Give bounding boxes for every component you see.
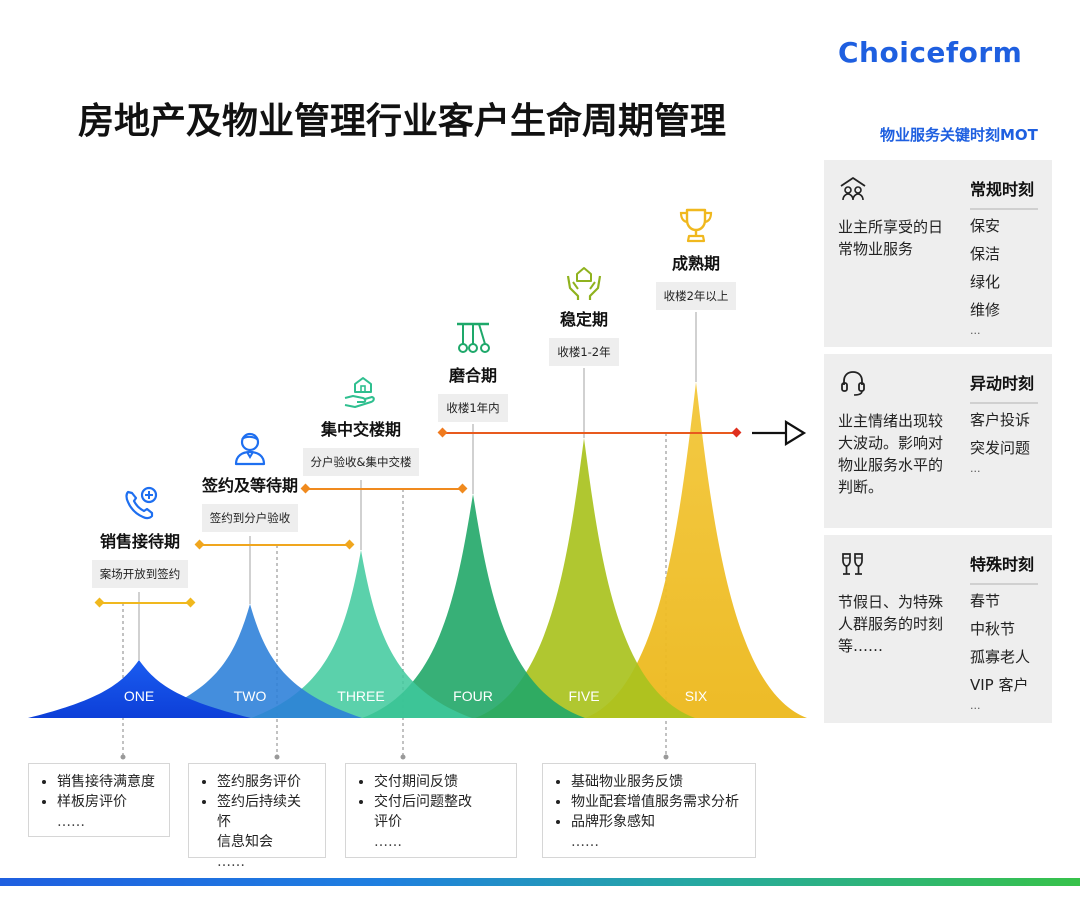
peak-label-five: FIVE xyxy=(568,688,599,704)
mot-item: 孤寡老人 xyxy=(970,648,1031,666)
feedback-box-sales: 销售接待满意度 样板房评价 …… xyxy=(28,763,170,837)
list-item: 销售接待满意度 xyxy=(57,772,157,792)
list-item-continued: 信息知会 xyxy=(217,834,273,850)
hand-house-icon xyxy=(344,377,375,408)
stage-name: 集中交楼期 xyxy=(320,420,401,439)
stage-adjust: 磨合期 收楼1年内 xyxy=(426,318,520,422)
mot-items: 保安 保洁 绿化 维修 ... xyxy=(970,212,1000,338)
stage-name: 销售接待期 xyxy=(99,532,180,551)
mot-panel-abnormal: 异动时刻 业主情绪出现较大波动。影响对物业服务水平的判断。 客户投诉 突发问题 … xyxy=(824,354,1052,528)
mot-item: 中秋节 xyxy=(970,620,1016,638)
mot-heading: 特殊时刻 xyxy=(970,551,1038,585)
mot-more: ... xyxy=(970,462,981,475)
stage-period: 案场开放到签约 xyxy=(91,560,189,588)
peak-label-six: SIX xyxy=(685,688,708,704)
duration-bars xyxy=(94,427,742,608)
more-text: …… xyxy=(217,854,245,870)
mot-item: 春节 xyxy=(970,592,1001,610)
stage-handover: 集中交楼期 分户验收&集中交楼 xyxy=(296,372,426,476)
peak-two xyxy=(140,604,362,718)
list-item-continued: 评价 xyxy=(374,814,402,830)
stage-period: 签约到分户验收 xyxy=(201,504,299,532)
mot-item: 突发问题 xyxy=(970,439,1031,457)
stage-period: 收楼2年以上 xyxy=(655,282,737,310)
peak-four xyxy=(362,494,585,718)
person-icon xyxy=(234,432,266,466)
peak-label-one: ONE xyxy=(124,688,154,704)
stage-name: 签约及等待期 xyxy=(201,476,298,495)
hanging-tools-icon xyxy=(457,322,490,353)
hands-home-icon xyxy=(566,267,602,300)
mot-item: 保安 xyxy=(970,217,1001,235)
mot-item: 绿化 xyxy=(970,273,1001,291)
peak-one xyxy=(28,660,251,718)
peaks xyxy=(28,382,807,718)
more-text: …… xyxy=(571,834,599,850)
mot-items: 春节 中秋节 孤寡老人 VIP 客户 ... xyxy=(970,587,1030,713)
mot-heading: 异动时刻 xyxy=(970,370,1038,404)
mot-panel-special: 特殊时刻 节假日、为特殊人群服务的时刻等…… 春节 中秋节 孤寡老人 VIP 客… xyxy=(824,535,1052,723)
stage-period: 分户验收&集中交楼 xyxy=(302,448,420,476)
peak-label-two: TWO xyxy=(234,688,267,704)
arrow-right-icon xyxy=(752,420,807,446)
list-item: 品牌形象感知 xyxy=(571,812,743,832)
mot-title: 物业服务关键时刻MOT xyxy=(880,126,1038,144)
stage-period: 收楼1年内 xyxy=(438,394,508,422)
peak-label-four: FOUR xyxy=(453,688,493,704)
peak-six xyxy=(585,382,807,718)
stage-name: 磨合期 xyxy=(448,366,497,385)
list-item: 物业配套增值服务需求分析 xyxy=(571,792,743,812)
headset-icon xyxy=(841,371,865,396)
people-home-icon xyxy=(840,177,866,201)
mot-item: VIP 客户 xyxy=(970,676,1029,694)
stage-period: 收楼1-2年 xyxy=(549,338,619,366)
stage-mature: 成熟期 收楼2年以上 xyxy=(648,206,744,310)
list-item: 基础物业服务反馈 xyxy=(571,772,743,792)
more-text: …… xyxy=(57,814,85,830)
mot-items: 客户投诉 突发问题 ... xyxy=(970,406,1030,476)
phone-plus-icon xyxy=(125,486,158,520)
list-item: 签约后持续关怀 xyxy=(217,792,313,832)
mot-panel-regular: 常规时刻 业主所享受的日常物业服务 保安 保洁 绿化 维修 ... xyxy=(824,160,1052,347)
mot-description: 业主情绪出现较大波动。影响对物业服务水平的判断。 xyxy=(838,412,944,496)
stage-sales: 销售接待期 案场开放到签约 xyxy=(82,484,198,588)
stage-name: 稳定期 xyxy=(559,310,608,329)
mot-description: 业主所享受的日常物业服务 xyxy=(838,218,944,258)
mot-item: 维修 xyxy=(970,301,1001,319)
bottom-gradient-bar xyxy=(0,878,1080,886)
stage-signing: 签约及等待期 签约到分户验收 xyxy=(192,428,308,532)
stage-stable: 稳定期 收楼1-2年 xyxy=(540,262,628,366)
peak-three xyxy=(251,550,472,718)
peak-label-three: THREE xyxy=(337,688,384,704)
mot-more: ... xyxy=(970,324,981,337)
feedback-box-service: 基础物业服务反馈 物业配套增值服务需求分析 品牌形象感知 …… xyxy=(542,763,756,858)
stage-name: 成熟期 xyxy=(671,254,720,273)
page-title: 房地产及物业管理行业客户生命周期管理 xyxy=(78,101,727,142)
trophy-icon xyxy=(679,208,713,243)
feedback-box-signing: 签约服务评价 签约后持续关怀 信息知会 …… xyxy=(188,763,326,870)
brand-logo: Choiceform xyxy=(838,36,1023,69)
mot-description: 节假日、为特殊人群服务的时刻等…… xyxy=(838,593,944,655)
mot-item: 客户投诉 xyxy=(970,411,1031,429)
list-item: 交付期间反馈 xyxy=(374,772,504,792)
more-text: …… xyxy=(374,834,402,850)
list-item: 交付后问题整改 xyxy=(374,792,504,812)
mot-more: ... xyxy=(970,699,981,712)
mot-item: 保洁 xyxy=(970,245,1001,263)
mot-heading: 常规时刻 xyxy=(970,176,1038,210)
wine-glasses-icon xyxy=(842,553,863,575)
feedback-box-handover: 交付期间反馈 交付后问题整改 评价 …… xyxy=(345,763,517,858)
list-item: 签约服务评价 xyxy=(217,772,313,792)
list-item: 样板房评价 xyxy=(57,792,157,812)
peak-five xyxy=(475,438,695,718)
